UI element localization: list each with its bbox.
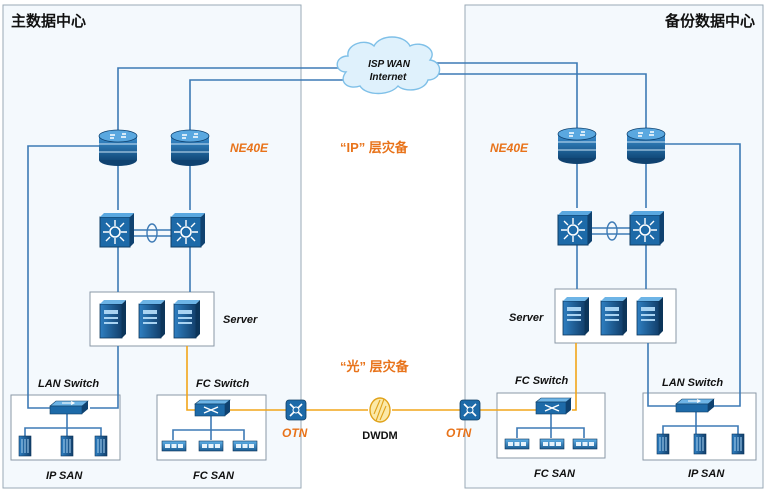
fc-san-storage-icon[interactable] (504, 438, 530, 450)
server-icon[interactable] (562, 296, 590, 336)
fc-san-storage-icon[interactable] (539, 438, 565, 450)
ip-san-label: IP SAN (46, 470, 83, 482)
dwdm-icon[interactable] (369, 397, 391, 423)
link-aggregation-icon (606, 221, 618, 241)
ip-san-storage-icon[interactable] (60, 435, 74, 457)
otn-label: OTN (446, 426, 472, 440)
server-label: Server (223, 314, 258, 326)
router-icon[interactable] (626, 127, 666, 165)
core-switch-icon[interactable] (557, 210, 593, 246)
otn-icon[interactable] (459, 399, 481, 421)
fc-san-label: FC SAN (193, 470, 235, 482)
fc-switch-icon[interactable] (535, 397, 572, 415)
ip-dr-label: “IP” 层灾备 (340, 140, 409, 155)
server-label: Server (509, 312, 544, 324)
server-icon[interactable] (636, 296, 664, 336)
ip-san-storage-icon[interactable] (693, 433, 707, 455)
otn-label: OTN (282, 426, 308, 440)
wan-label-internet: Internet (370, 72, 407, 83)
server-icon[interactable] (99, 299, 127, 339)
core-switch-icon[interactable] (99, 212, 135, 248)
fc-san-storage-icon[interactable] (232, 440, 258, 452)
fc-switch-label: FC Switch (515, 375, 568, 387)
router-label: NE40E (490, 141, 529, 155)
fc-san-storage-icon[interactable] (572, 438, 598, 450)
server-icon[interactable] (173, 299, 201, 339)
backup-dc-title: 备份数据中心 (664, 12, 755, 30)
server-icon[interactable] (138, 299, 166, 339)
lan-switch-label: LAN Switch (38, 378, 99, 390)
fc-san-storage-icon[interactable] (161, 440, 187, 452)
router-icon[interactable] (170, 129, 210, 167)
ip-san-storage-icon[interactable] (18, 435, 32, 457)
wan-label-isp: ISP WAN (368, 59, 411, 70)
server-icon[interactable] (600, 296, 628, 336)
lan-switch-icon[interactable] (49, 400, 89, 415)
router-label: NE40E (230, 141, 269, 155)
link-aggregation-icon (146, 223, 158, 243)
ip-san-label: IP SAN (688, 468, 725, 480)
dwdm-label: DWDM (362, 430, 397, 442)
ip-san-storage-icon[interactable] (731, 433, 745, 455)
ip-san-storage-icon[interactable] (94, 435, 108, 457)
router-icon[interactable] (557, 127, 597, 165)
otn-icon[interactable] (285, 399, 307, 421)
wan-links (24, 62, 741, 440)
ip-san-storage-icon[interactable] (656, 433, 670, 455)
wan-cloud-icon (336, 36, 441, 95)
fc-switch-icon[interactable] (194, 399, 231, 417)
fc-switch-label: FC Switch (196, 378, 249, 390)
core-switch-icon[interactable] (170, 212, 206, 248)
fc-san-label: FC SAN (534, 468, 576, 480)
fc-san-storage-icon[interactable] (198, 440, 224, 452)
optical-dr-label: “光” 层灾备 (340, 359, 410, 374)
core-switch-icon[interactable] (629, 210, 665, 246)
main-dc-title: 主数据中心 (11, 12, 86, 30)
lan-switch-label: LAN Switch (662, 377, 723, 389)
fc-links (186, 343, 577, 411)
router-icon[interactable] (98, 129, 138, 167)
lan-switch-icon[interactable] (675, 398, 715, 413)
